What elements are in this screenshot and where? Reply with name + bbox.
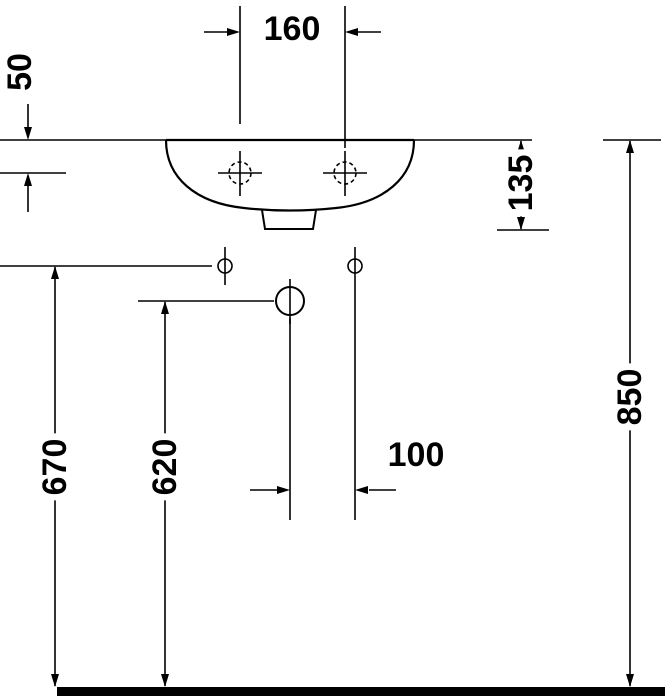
arrow-850-top [626, 140, 634, 153]
arrow-135-bottom [517, 217, 525, 230]
dim-label-160: 160 [258, 12, 326, 46]
arrow-670-top [51, 266, 59, 279]
arrow-160-left [227, 28, 240, 36]
basin-drain-box [261, 209, 317, 230]
basin-outline [164, 138, 416, 230]
arrow-50-bottom [24, 173, 32, 186]
tap-holes [218, 151, 367, 196]
dim-label-100: 100 [382, 438, 450, 472]
arrow-620-bottom [161, 674, 169, 687]
arrow-160-right [345, 28, 358, 36]
dim-label-135: 135 [502, 149, 540, 217]
reference-lines [0, 139, 661, 302]
dim-label-670: 670 [36, 433, 74, 501]
arrow-100-left [277, 486, 290, 494]
dim-label-620: 620 [146, 433, 184, 501]
arrowheads [24, 28, 634, 687]
floor-line [57, 687, 665, 696]
extension-lines [239, 6, 356, 520]
dim-label-850: 850 [611, 363, 649, 431]
arrow-620-top [161, 301, 169, 314]
arrow-100-right [355, 486, 368, 494]
basin-bowl [164, 139, 416, 212]
drain-outlet [275, 279, 305, 324]
arrow-670-bottom [51, 674, 59, 687]
arrow-50-top [24, 127, 32, 140]
fixing-holes [217, 247, 363, 285]
arrow-850-bottom [626, 674, 634, 687]
dim-label-50: 50 [1, 48, 39, 96]
